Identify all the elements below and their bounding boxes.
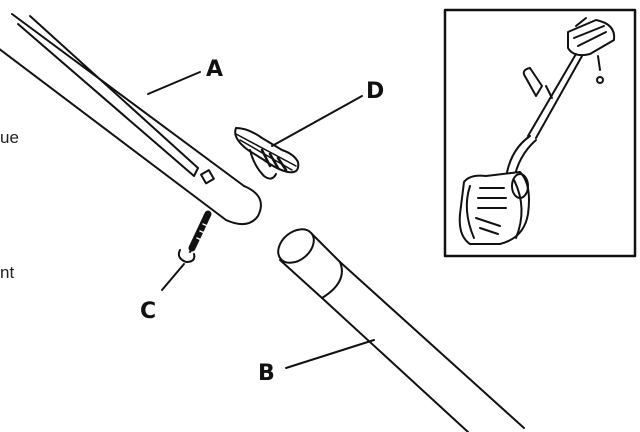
clipped-text-fragment-2: nt (0, 263, 15, 282)
callout-label-c: C (140, 299, 156, 324)
leader-line-d (271, 95, 363, 147)
callout-label-d: D (366, 79, 384, 104)
knob-d (234, 127, 300, 180)
bolt-c (177, 210, 213, 263)
leader-line-b (285, 339, 375, 369)
inset-frame (443, 8, 637, 258)
leader-line-a (147, 71, 201, 95)
clipped-text-fragment-1: ue (0, 128, 19, 147)
snow-thrower-illustration (458, 17, 616, 245)
leader-line-c (161, 263, 185, 291)
upper-tube-a (0, 13, 262, 226)
callout-label-a: A (206, 57, 223, 82)
callout-label-b: B (258, 361, 275, 386)
lower-tube-b (277, 228, 525, 432)
